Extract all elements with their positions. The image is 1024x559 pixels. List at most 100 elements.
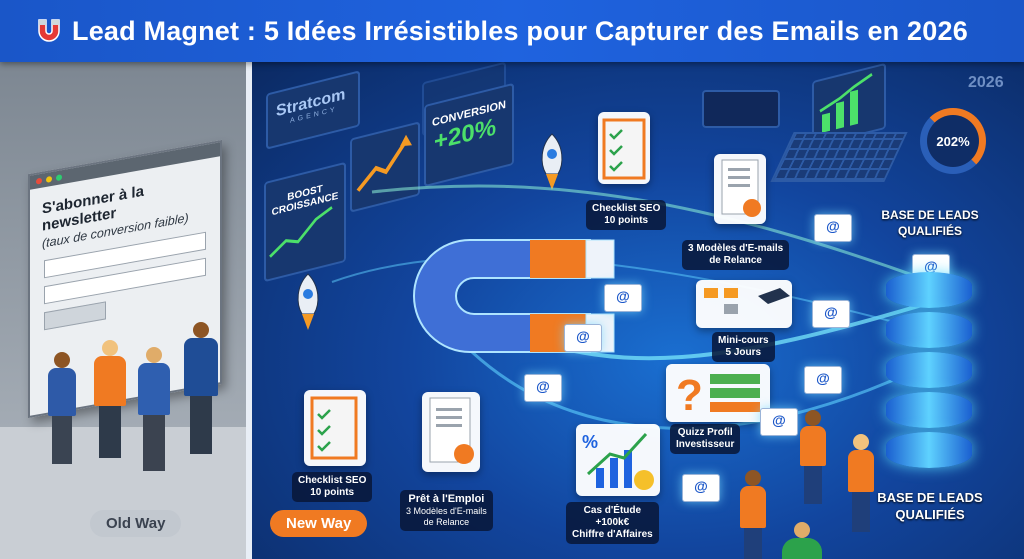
leads-database-icon [886,252,972,502]
trend-arrow-icon [356,134,412,192]
person [800,410,826,504]
torso [740,486,766,528]
old-way-panel: S'abonner à la newsletter (taux de conve… [0,62,248,559]
question-mark-icon: ? [676,371,760,420]
leads-database-bottom-label: BASE DE LEADS QUALIFIÉS [877,490,983,522]
email-envelope-icon: @ [814,214,852,242]
legs [744,528,762,559]
person [138,347,170,471]
head [745,470,761,486]
at-sign: @ [816,370,830,386]
email-envelope-icon: @ [812,300,850,328]
head [794,522,810,538]
close-dot-icon [36,177,42,185]
head [853,434,869,450]
person [94,340,126,458]
email-envelope-icon: @ [804,366,842,394]
torso [48,368,76,416]
boost-screen: BOOST CROISSANCE [264,161,346,283]
email-envelope-icon: @ [682,474,720,502]
ready-doc [422,392,480,472]
db-disk [886,432,972,468]
checklist-seo-top-label: Checklist SEO 10 points [586,200,667,230]
legs [804,466,822,504]
at-sign: @ [616,288,630,304]
quiz-label: Quizz Profil Investisseur [670,424,741,454]
magnet-icon [38,19,60,42]
db-disk [886,392,972,428]
gauge-dial: 202% [920,108,986,174]
new-way-panel: Stratcom AGENCY BOOST CROISSANCE CONVERS… [252,62,1024,559]
legs [99,406,121,458]
checklist-clipboard-bottom [304,390,366,466]
year-label: 2026 [968,74,1004,91]
old-way-badge: Old Way [90,510,182,537]
person [48,352,76,464]
case-study-label: Cas d'Étude +100k€ Chiffre d'Affaires [566,502,659,544]
head [193,322,209,338]
torso [800,426,826,466]
rocket-icon [541,133,563,190]
checklist-icon [602,118,646,180]
legs [52,416,72,464]
new-way-badge: New Way [270,510,368,537]
legs [143,415,165,471]
title-banner: Lead Magnet : 5 Idées Irrésistibles pour… [0,0,1024,62]
document-download-icon [429,397,474,464]
at-sign: @ [924,258,938,274]
email-envelope-icon: @ [760,408,798,436]
leads-database-top-label: BASE DE LEADS QUALIFIÉS [881,208,979,238]
head [146,347,162,363]
at-sign: @ [824,304,838,320]
ready-title: Prêt à l'Emploi [408,493,485,505]
mini-course-board [696,280,792,328]
control-panel [702,90,780,128]
db-disk [886,352,972,388]
person [848,434,874,532]
document-download-icon [721,159,761,217]
email-envelope-icon: @ [524,374,562,402]
torso [782,538,822,559]
ready-sub: 3 Modèles d'E-mails de Relance [406,506,487,527]
growth-chart-icon [269,206,333,258]
panel-divider [246,62,252,559]
torso [184,338,218,396]
minimize-dot-icon [46,175,52,183]
bar-chart-icon [819,73,873,133]
quiz-board: ? [666,364,770,422]
subscribe-button [44,301,106,331]
db-disk [886,312,972,348]
email-envelope-icon: @ [604,284,642,312]
person [782,522,822,559]
head [102,340,118,356]
trend-screen [350,121,420,213]
gauge-value: 202% [936,133,970,149]
rocket-icon [297,273,319,330]
email-templates-top-label: 3 Modèles d'E-mails de Relance [682,240,790,270]
person [740,470,766,559]
page-title: Lead Magnet : 5 Idées Irrésistibles pour… [72,15,968,46]
head [54,352,70,368]
person [184,322,218,454]
bar-chart-screen [812,62,886,148]
at-sign: @ [694,478,708,494]
ready-label: Prêt à l'Emploi 3 Modèles d'E-mails de R… [400,490,493,531]
torso [138,363,170,415]
graduation-cap-icon [704,288,790,314]
at-sign: @ [772,412,786,428]
case-study-board: % [576,424,660,496]
legs [852,492,870,532]
legs [190,396,212,454]
checklist-icon [310,396,358,460]
mini-course-label: Mini-cours 5 Jours [712,332,775,362]
email-templates-doc [714,154,766,224]
maximize-dot-icon [56,174,62,182]
torso [94,356,126,406]
svg-text:%: % [582,432,598,452]
svg-text:?: ? [676,371,703,420]
db-disk [886,272,972,308]
at-sign: @ [826,218,840,234]
magnet-icon [413,239,615,353]
email-envelope-icon: @ [564,324,602,352]
at-sign: @ [576,328,590,344]
